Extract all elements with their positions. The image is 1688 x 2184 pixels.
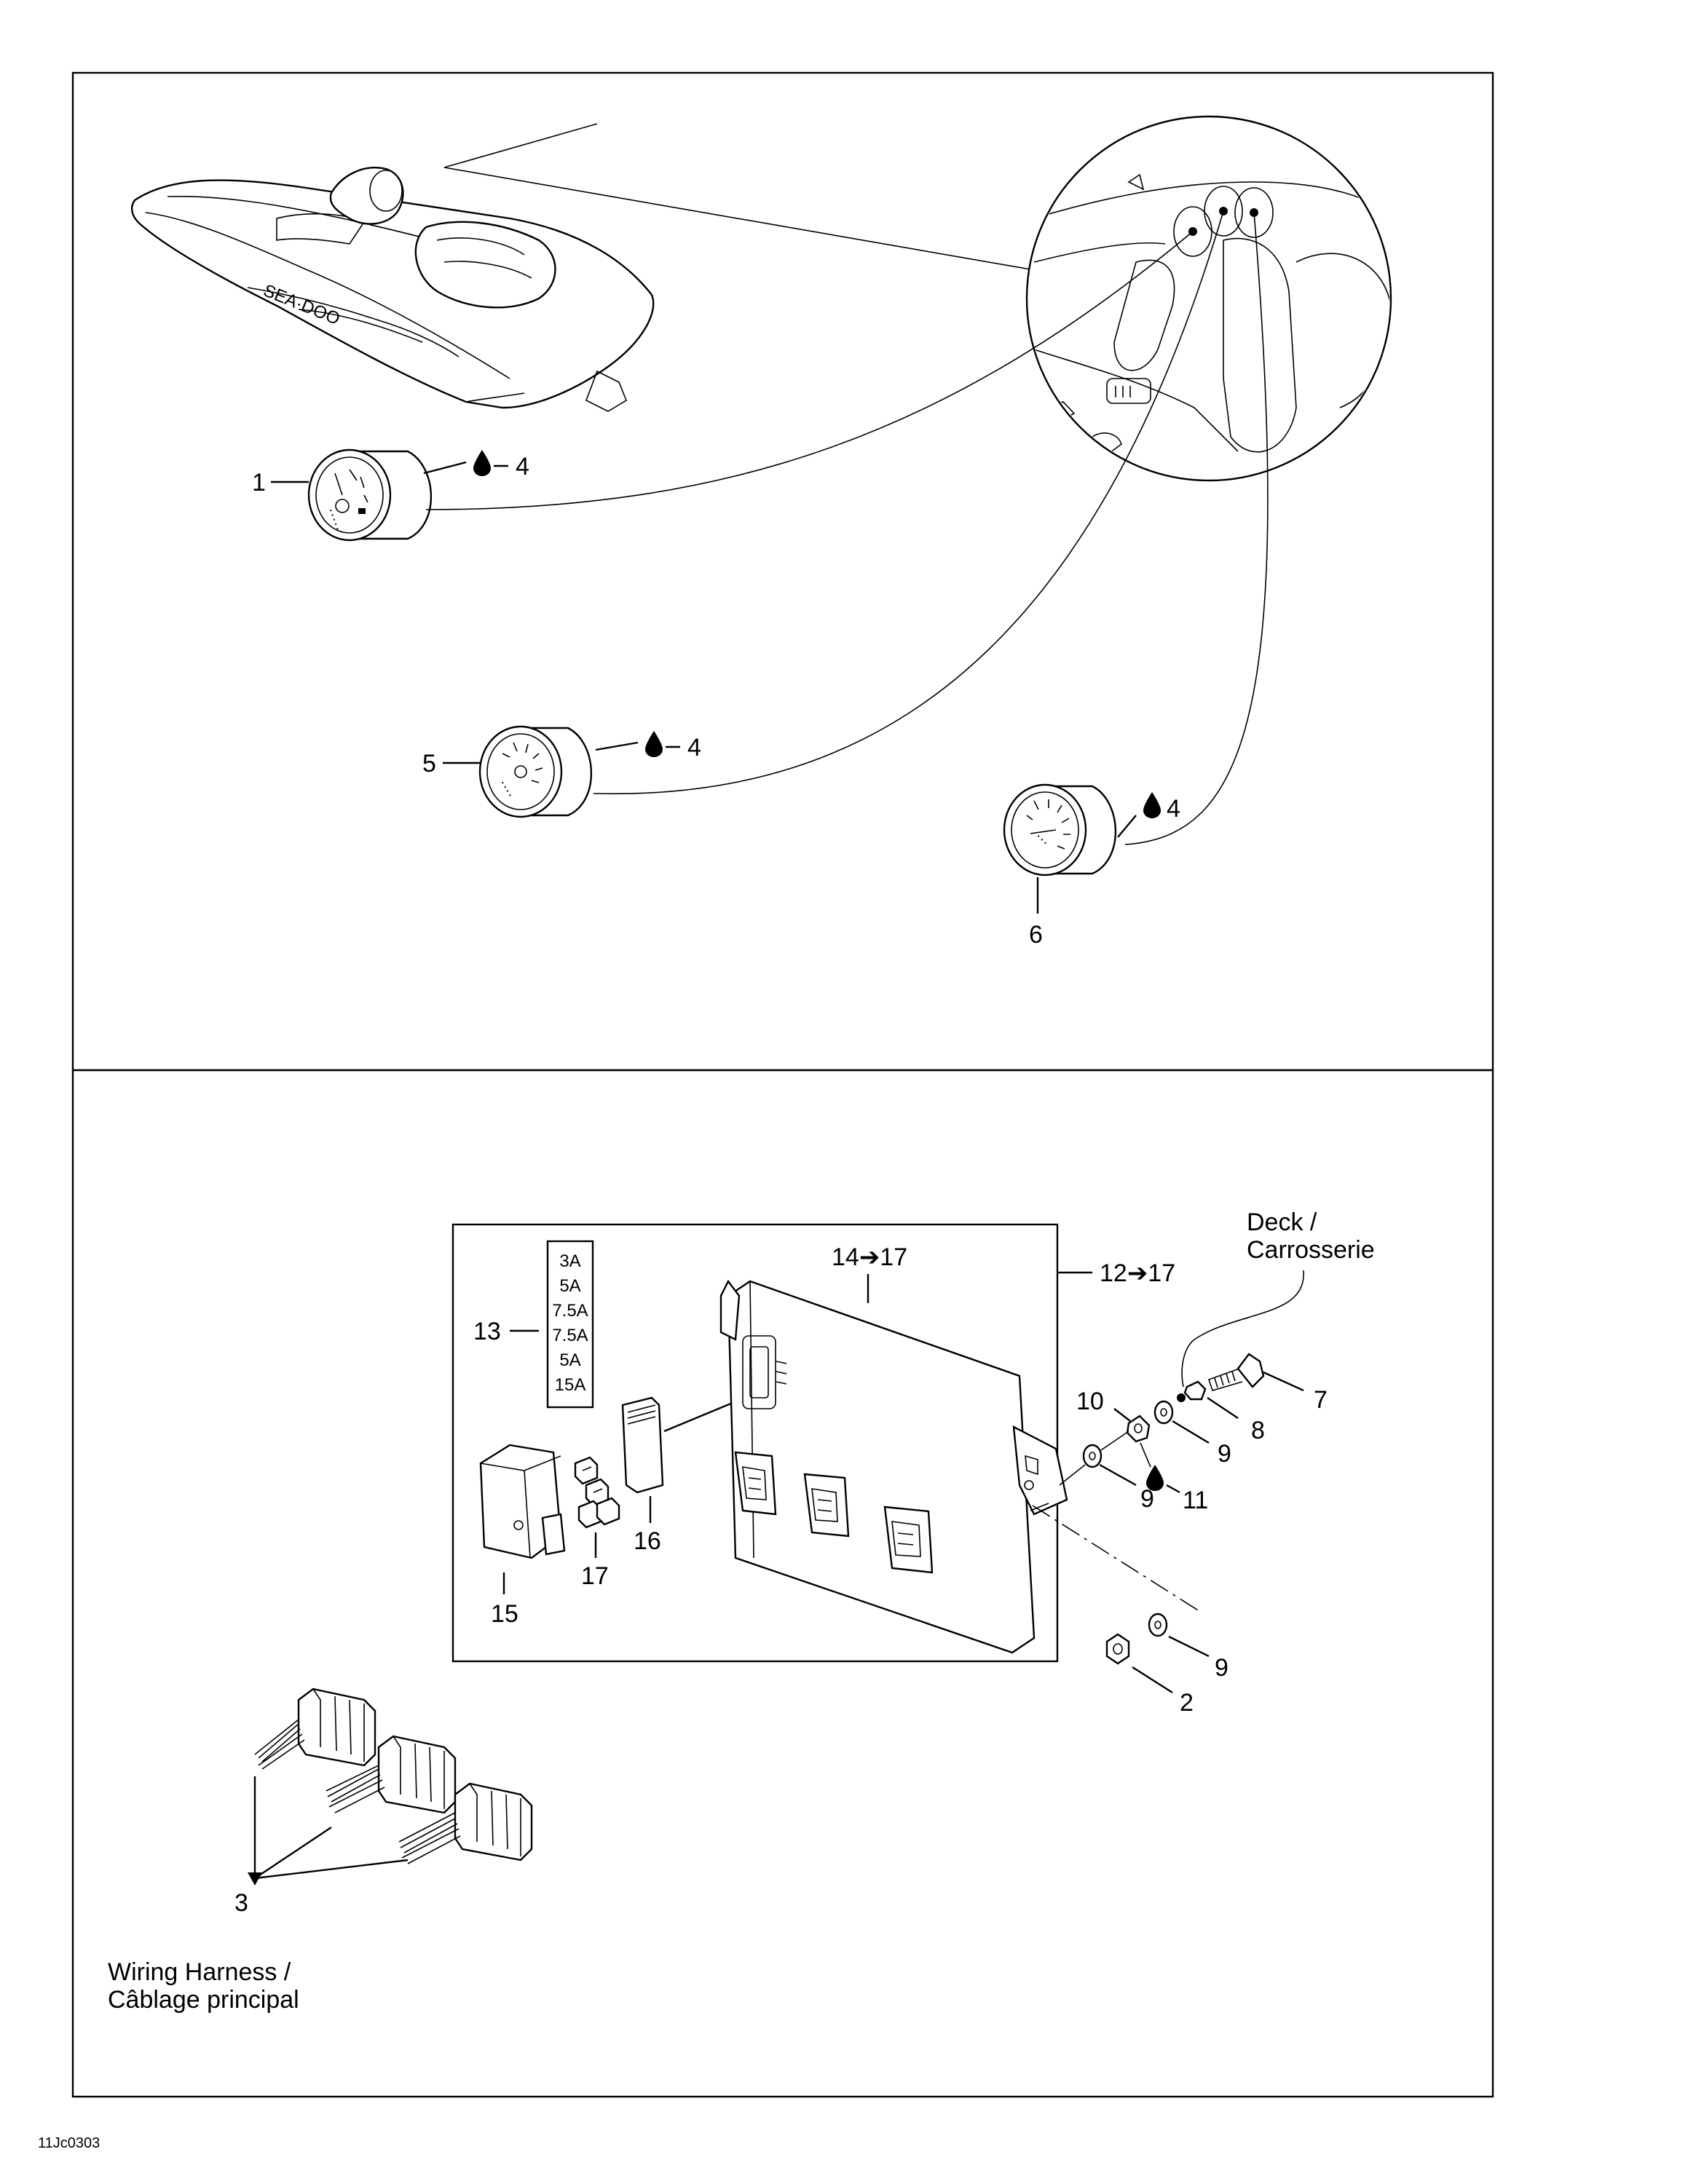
label-11: 11 bbox=[1183, 1487, 1208, 1514]
dashboard-detail-circle bbox=[1025, 115, 1392, 482]
fuse-cover-16 bbox=[621, 1396, 664, 1494]
label-8: 8 bbox=[1251, 1417, 1265, 1444]
label-15: 15 bbox=[491, 1600, 518, 1628]
lower-panel-frame bbox=[71, 1069, 1494, 2098]
relay-15 bbox=[479, 1444, 566, 1559]
boat-detail-leader bbox=[443, 167, 1031, 270]
washer-9-lower bbox=[1148, 1613, 1168, 1637]
oil-drop-icon bbox=[1146, 1465, 1164, 1491]
deck-note-line2: Carrosserie bbox=[1247, 1236, 1375, 1264]
label-4-right: 4 bbox=[1167, 795, 1180, 823]
svg-text:3A: 3A bbox=[559, 1251, 580, 1271]
label-1: 1 bbox=[252, 469, 266, 496]
svg-text:7.5A: 7.5A bbox=[552, 1301, 588, 1321]
label-5: 5 bbox=[422, 750, 436, 778]
fuses-17 bbox=[574, 1456, 620, 1529]
mounting-centerline bbox=[1032, 1505, 1202, 1613]
label-6: 6 bbox=[1029, 921, 1043, 949]
label-4-top: 4 bbox=[516, 453, 529, 480]
oil-drop-icon bbox=[1143, 792, 1161, 818]
wiring-harness-connectors-3 bbox=[254, 1688, 533, 1864]
washer-9-middle bbox=[1082, 1444, 1103, 1468]
fuse-value-list: 3A 5A 7.5A 7.5A 5A 15A bbox=[546, 1240, 594, 1409]
svg-text:5A: 5A bbox=[559, 1350, 580, 1370]
label-4-middle: 4 bbox=[687, 734, 701, 761]
label-13: 13 bbox=[473, 1318, 501, 1345]
boat-illustration: SEA·DOO bbox=[130, 123, 655, 412]
module-assembly-frame bbox=[451, 1223, 1059, 1663]
label-9-lower: 9 bbox=[1215, 1654, 1228, 1682]
washer-9-upper bbox=[1153, 1400, 1174, 1425]
gauge-5: ···· bbox=[478, 725, 593, 818]
label-7: 7 bbox=[1314, 1386, 1328, 1414]
label-12: 12➔17 bbox=[1100, 1259, 1175, 1287]
electronic-module-14 bbox=[719, 1279, 1068, 1654]
label-9-upper: 9 bbox=[1218, 1440, 1231, 1468]
harness-note-line2: Câblage principal bbox=[108, 1986, 299, 2014]
figure-code: 11Jc0303 bbox=[38, 2135, 100, 2151]
deck-note-line1: Deck / bbox=[1247, 1208, 1317, 1236]
gauge-6: ··· bbox=[1003, 783, 1117, 877]
label-16: 16 bbox=[634, 1527, 661, 1555]
label-2: 2 bbox=[1180, 1689, 1194, 1717]
nut-8 bbox=[1183, 1380, 1207, 1401]
spacer-10 bbox=[1126, 1415, 1151, 1443]
oil-drop-icon bbox=[473, 450, 491, 476]
svg-text:15A: 15A bbox=[555, 1375, 586, 1395]
svg-text:5A: 5A bbox=[559, 1276, 580, 1296]
gauge-1: ····· bbox=[307, 448, 433, 542]
bolt-7 bbox=[1207, 1353, 1265, 1391]
label-3: 3 bbox=[234, 1889, 248, 1917]
label-14: 14➔17 bbox=[832, 1243, 907, 1271]
nut-2 bbox=[1105, 1633, 1130, 1665]
oil-drop-icon bbox=[645, 731, 663, 757]
harness-note-line1: Wiring Harness / bbox=[108, 1958, 291, 1986]
label-17: 17 bbox=[581, 1562, 609, 1590]
label-9-middle: 9 bbox=[1140, 1485, 1154, 1513]
label-10: 10 bbox=[1076, 1388, 1104, 1415]
svg-text:7.5A: 7.5A bbox=[552, 1326, 588, 1345]
